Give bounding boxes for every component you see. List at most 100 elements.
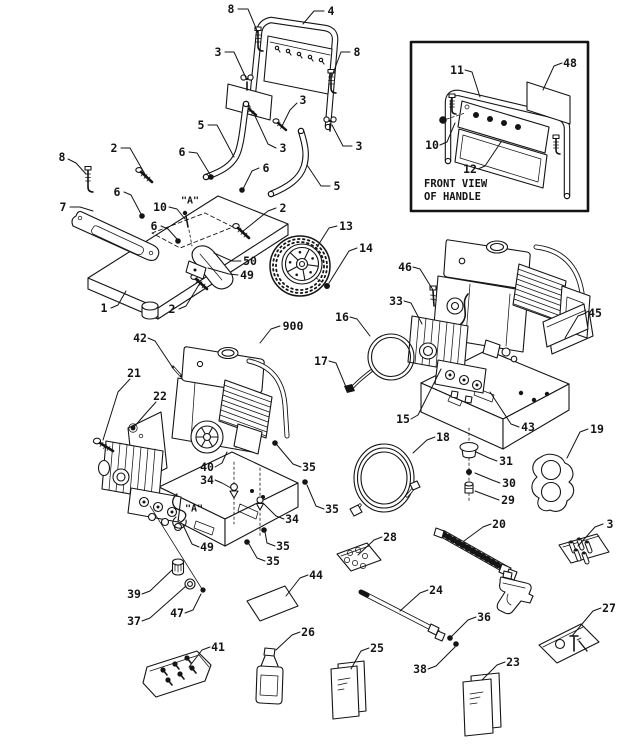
callout-26: 26: [301, 625, 315, 639]
cylinder-fins: [218, 379, 273, 439]
callout-13: 13: [339, 219, 353, 233]
handle-bracket-panel: [225, 83, 273, 121]
callout-25: 25: [370, 641, 384, 655]
callout-41: 41: [211, 640, 225, 654]
flywheel-fan: [190, 420, 224, 454]
callout-leader-3: [281, 102, 298, 127]
callout-leader-24: [399, 589, 429, 612]
locating-pin: [182, 210, 193, 247]
spray-gun-with-wand: [433, 527, 534, 615]
callout-39: 39: [127, 587, 141, 601]
callout-leader-41: [188, 646, 211, 668]
callout-leader-16: [349, 316, 371, 337]
j-bolt: [448, 93, 457, 115]
callout-leader-50: [213, 252, 242, 262]
callout-49: 49: [240, 268, 254, 282]
o-ring-kit: [336, 542, 382, 572]
inset-caption-line1: FRONT VIEW: [424, 178, 488, 190]
callout-34: 34: [200, 473, 214, 487]
callout-6: 6: [151, 219, 158, 233]
callout-20: 20: [492, 517, 506, 531]
callout-leader-36: [450, 616, 477, 638]
hose-fitting: [344, 384, 355, 393]
callout-leader-2: [120, 147, 147, 177]
callout-18: 18: [436, 430, 450, 444]
callout-leader-48: [542, 62, 563, 91]
frame-assembly: [71, 165, 289, 320]
callout-16: 16: [335, 310, 349, 324]
callout-leader-4: [302, 10, 325, 25]
callout-10: 10: [153, 200, 167, 214]
callout-leader-900: [259, 325, 281, 344]
callout-36: 36: [477, 610, 491, 624]
callout-leader-40: [214, 451, 228, 468]
callout-17: 17: [314, 354, 328, 368]
axle-bolt: [315, 277, 330, 289]
callout-leader-38: [427, 646, 456, 670]
callout-leader-6: [242, 167, 260, 190]
callout-50: 50: [243, 254, 257, 268]
j-bolt: [254, 26, 264, 52]
callout-2: 2: [111, 141, 118, 155]
gun-body: [496, 576, 534, 615]
callout-leader-10: [168, 206, 186, 220]
callout-21: 21: [127, 366, 141, 380]
callout-27: 27: [602, 601, 616, 615]
detail-mark-a: "A": [181, 196, 199, 207]
callout-6: 6: [263, 161, 270, 175]
callout-leader-37: [141, 585, 187, 622]
callout-3: 3: [356, 139, 363, 153]
callout-leader-43: [489, 391, 520, 428]
callout-2: 2: [169, 302, 176, 316]
callout-10: 10: [425, 138, 439, 152]
tool-kit: [538, 623, 600, 664]
callout-3: 3: [280, 141, 287, 155]
callout-29: 29: [501, 493, 515, 507]
booklet: [330, 660, 367, 720]
callout-leader-46: [412, 266, 434, 291]
callout-leader-5: [306, 164, 331, 187]
retainer-clip: [172, 516, 187, 529]
wing-bolt: [323, 116, 337, 132]
callout-leader-6: [160, 225, 178, 240]
callout-leader-18: [412, 436, 436, 454]
coiled-high-pressure-hose: [349, 443, 421, 517]
j-bolt: [84, 165, 94, 193]
inlet-fittings: [149, 505, 206, 593]
callout-28: 28: [383, 530, 397, 544]
callout-4: 4: [328, 4, 335, 18]
j-bolt: [552, 134, 561, 155]
callout-leader-19: [566, 428, 589, 459]
callout-leader-29: [474, 490, 500, 501]
callout-leader-13: [316, 225, 338, 248]
callout-35: 35: [276, 539, 290, 553]
callout-leader-3: [254, 115, 277, 149]
callout-leader-21: [102, 378, 131, 441]
callout-5: 5: [334, 179, 341, 193]
callout-leader-3: [577, 523, 604, 547]
callout-leader-45: [564, 312, 587, 339]
handle-panel: [263, 35, 333, 95]
frame-deck: [87, 195, 289, 309]
callout-leader-49: [207, 267, 239, 276]
callout-leader-35: [276, 444, 302, 468]
carriage-bolt: [272, 118, 288, 132]
callout-7: 7: [60, 200, 67, 214]
callout-leader-35: [248, 543, 266, 562]
hardware-bag: [142, 650, 212, 698]
callout-900: 900: [283, 319, 304, 333]
check-valves: [229, 461, 265, 538]
oil-bottle: [255, 647, 284, 705]
callout-8: 8: [228, 2, 235, 16]
callout-leader-8: [237, 8, 259, 34]
callout-49: 49: [200, 540, 214, 554]
handle-lower-panel-front: [454, 128, 548, 189]
lance: [358, 589, 459, 647]
callout-30: 30: [502, 476, 516, 490]
inset-border: [409, 40, 590, 213]
heat-shield-plates: [542, 303, 594, 355]
callout-22: 22: [153, 389, 167, 403]
callout-leader-35: [264, 531, 276, 547]
